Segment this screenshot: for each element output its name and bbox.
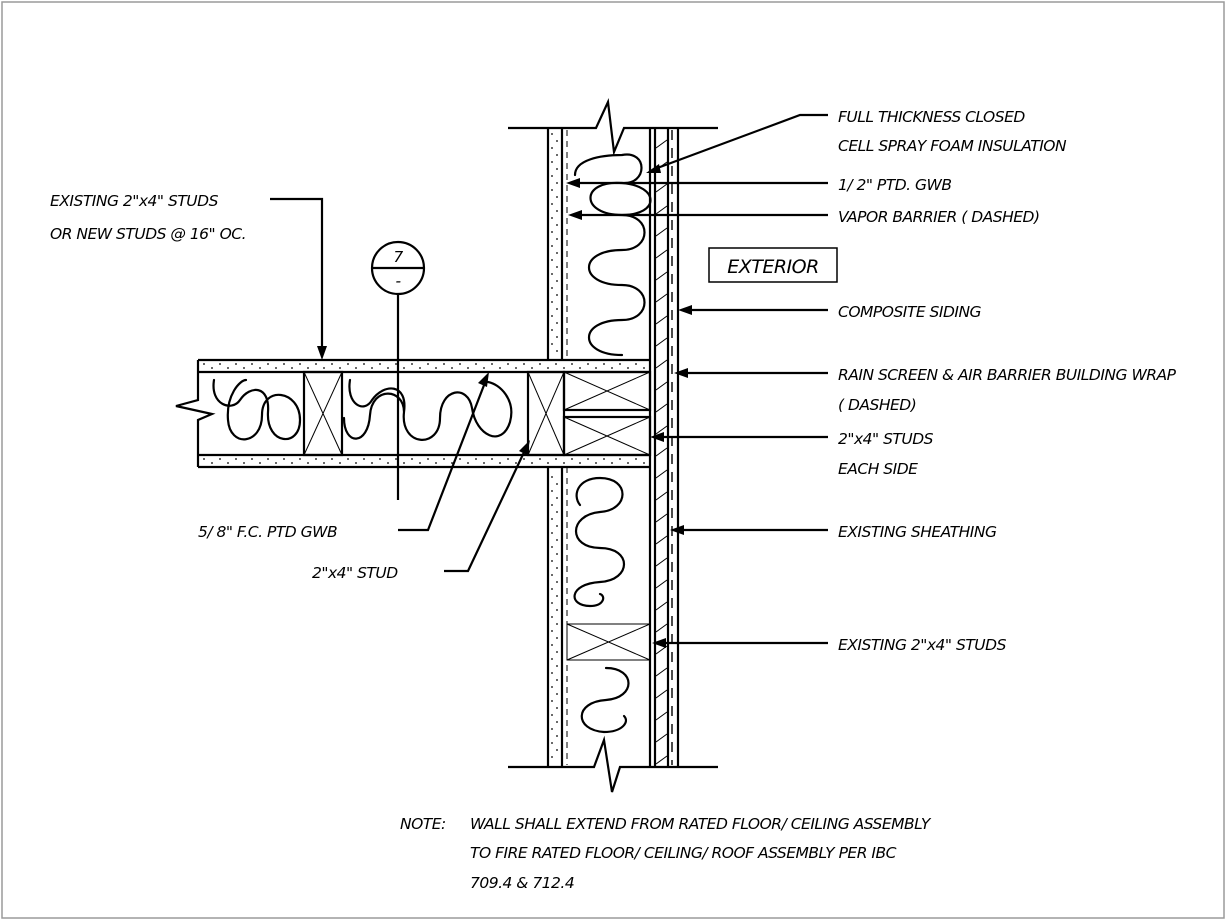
top-break-line — [508, 98, 718, 157]
label-gwb-five-eighths: 5/ 8" F.C. PTD GWB — [198, 523, 337, 541]
label-composite-siding: COMPOSITE SIDING — [838, 303, 982, 321]
label-studs-each-side-1: 2"x4" STUDS — [838, 430, 934, 448]
label-gwb-half: 1/ 2" PTD. GWB — [838, 176, 952, 194]
label-existing-studs-bottom: EXISTING 2"x4" STUDS — [838, 636, 1007, 654]
label-existing-sheathing: EXISTING SHEATHING — [838, 523, 997, 541]
label-rain-screen-2: ( DASHED) — [838, 396, 916, 414]
studs-each-side — [562, 370, 652, 457]
leader-lines — [270, 113, 828, 648]
label-spray-foam-1: FULL THICKNESS CLOSED — [838, 108, 1025, 126]
stud-horizontal-1 — [302, 370, 344, 457]
note-line-3: 709.4 & 712.4 — [470, 874, 574, 892]
callout-labels: EXISTING 2"x4" STUDS OR NEW STUDS @ 16" … — [50, 108, 1177, 654]
left-break-line — [175, 360, 216, 467]
insulation-upper — [573, 153, 652, 357]
sheathing-hatch — [655, 139, 668, 765]
stud-horizontal-2 — [526, 370, 566, 457]
bottom-break-line — [508, 735, 718, 793]
label-existing-studs-top-1: EXISTING 2"x4" STUDS — [50, 192, 219, 210]
note-line-2: TO FIRE RATED FLOOR/ CEILING/ ROOF ASSEM… — [470, 844, 897, 862]
insulation-lower — [573, 476, 626, 608]
section-sheet: - — [395, 272, 401, 290]
label-vapor-barrier: VAPOR BARRIER ( DASHED) — [838, 208, 1040, 226]
vertical-wall — [508, 98, 718, 793]
label-studs-each-side-2: EACH SIDE — [838, 460, 918, 478]
label-spray-foam-2: CELL SPRAY FOAM INSULATION — [838, 137, 1067, 155]
section-number: 7 — [393, 248, 403, 266]
insulation-bottom — [580, 666, 630, 734]
label-rain-screen-1: RAIN SCREEN & AIR BARRIER BUILDING WRAP — [838, 366, 1177, 384]
gwb-dots-left — [551, 133, 558, 758]
insulation-horizontal-left — [212, 378, 302, 441]
existing-stud-bottom — [566, 623, 651, 661]
label-stud-2x4: 2"x4" STUD — [312, 564, 398, 582]
note-label: NOTE: — [400, 815, 446, 833]
section-marker: 7 - — [370, 240, 426, 500]
horizontal-wall — [175, 358, 652, 469]
label-exterior: EXTERIOR — [727, 256, 819, 278]
note-block: NOTE: WALL SHALL EXTEND FROM RATED FLOOR… — [400, 815, 932, 892]
note-line-1: WALL SHALL EXTEND FROM RATED FLOOR/ CEIL… — [470, 815, 932, 833]
gwb-dots-horizontal — [203, 363, 645, 464]
label-existing-studs-top-2: OR NEW STUDS @ 16" OC. — [50, 225, 246, 243]
exterior-box — [708, 247, 838, 283]
insulation-horizontal-mid — [342, 378, 513, 441]
